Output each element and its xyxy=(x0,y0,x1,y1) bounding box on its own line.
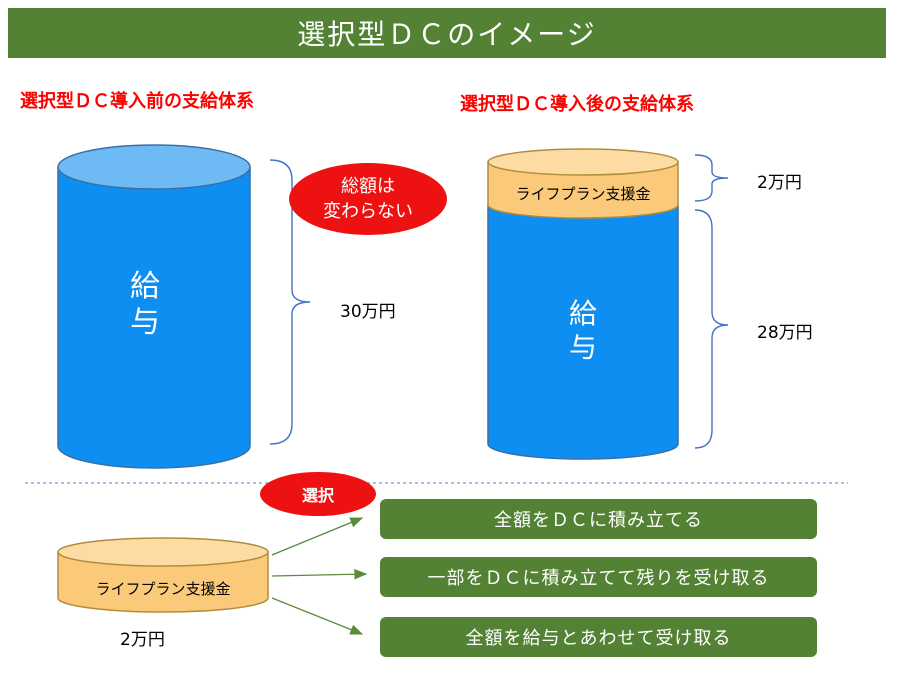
total-unchanged-badge-shape xyxy=(289,163,447,235)
after-support-label: ライフプラン支援金 xyxy=(515,184,651,203)
arrow-option-2 xyxy=(271,569,368,580)
arrow-option-3 xyxy=(271,597,364,635)
choice-amount: 2万円 xyxy=(120,630,165,650)
choice-support-cylinder xyxy=(57,537,269,613)
choice-badge-shape xyxy=(260,472,376,516)
arrow-option-1 xyxy=(271,517,364,556)
before-salary-cylinder xyxy=(57,144,251,469)
after-heading: 選択型ＤＣ導入後の支給体系 xyxy=(460,94,694,115)
after-support-cylinder xyxy=(487,148,679,219)
brace-total xyxy=(269,159,311,445)
before-salary-label: 給 与 xyxy=(130,269,160,340)
after-salary-amount: 28万円 xyxy=(757,323,813,343)
total-unchanged-badge: 総額は 変わらない xyxy=(323,176,413,222)
brace-support xyxy=(694,154,729,202)
before-heading: 選択型ＤＣ導入前の支給体系 xyxy=(20,91,254,112)
option-partial-dc: 一部をＤＣに積み立てて残りを受け取る xyxy=(380,557,817,597)
choice-badge: 選択 xyxy=(301,486,334,505)
choice-support-label: ライフプラン支援金 xyxy=(95,579,231,598)
brace-salary xyxy=(694,209,729,449)
after-salary-label: 給 与 xyxy=(568,297,597,364)
option-full-salary: 全額を給与とあわせて受け取る xyxy=(380,617,817,657)
option-full-dc: 全額をＤＣに積み立てる xyxy=(380,499,817,539)
page-title: 選択型ＤＣのイメージ xyxy=(8,8,886,58)
before-total-amount: 30万円 xyxy=(340,302,396,322)
after-support-amount: 2万円 xyxy=(757,173,802,193)
